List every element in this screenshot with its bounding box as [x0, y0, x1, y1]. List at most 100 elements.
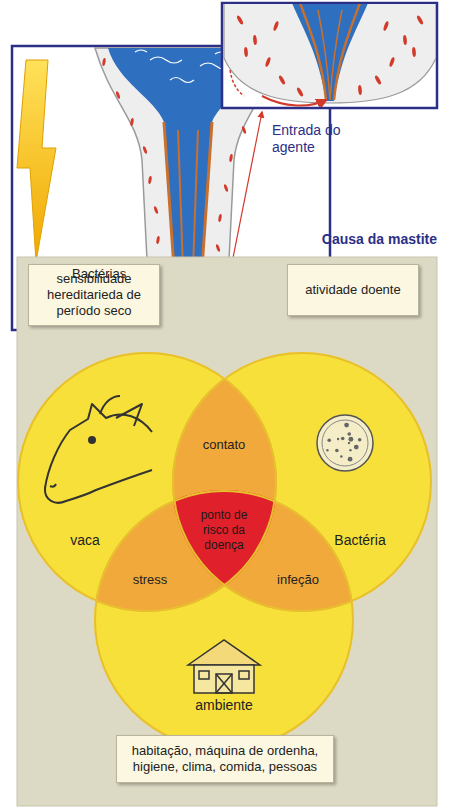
- drawing-part: [216, 674, 232, 693]
- text-box: atividade doente: [287, 264, 419, 316]
- overlap-abc: [94, 490, 354, 750]
- lightning-arrow: [17, 60, 56, 262]
- drawing-part: [334, 4, 360, 100]
- drawing-part: [292, 4, 368, 101]
- colony: [341, 437, 345, 441]
- bacterium: [115, 91, 121, 100]
- cow-head: [45, 396, 152, 503]
- bacteria-colonies: [326, 423, 361, 462]
- bacterium: [142, 146, 148, 155]
- annotation-label: Entrada do agente: [272, 122, 372, 156]
- label-anchor: infeção: [266, 572, 330, 588]
- colony: [344, 423, 349, 428]
- section-title: Causa da mastite: [322, 231, 437, 247]
- bacterium: [358, 85, 362, 95]
- colony: [354, 445, 359, 450]
- barn: [188, 640, 260, 693]
- bacterium: [265, 57, 272, 68]
- circle-label: Bactéria: [325, 532, 395, 548]
- text-box: habitação, máquina de ordenha, higiene, …: [116, 735, 334, 783]
- bacterium: [102, 58, 106, 66]
- bacterium: [244, 47, 248, 57]
- drawing-part: [89, 437, 95, 443]
- drawing-part: [216, 674, 232, 693]
- drawing-part: [199, 671, 209, 679]
- colony: [327, 438, 331, 442]
- annotation-label: Bactérias: [72, 266, 152, 282]
- colony: [348, 457, 353, 462]
- drawing-part: [216, 674, 232, 693]
- bacterium: [273, 21, 280, 32]
- label-anchor: Entrada do agente: [272, 122, 372, 156]
- overlap-bc: [94, 490, 354, 750]
- colony: [347, 432, 351, 436]
- bacterium: [130, 118, 134, 126]
- drawing-part: [135, 50, 147, 52]
- circle-border: [95, 491, 353, 749]
- label-anchor: contato: [194, 437, 254, 453]
- overlap-label: infeção: [266, 572, 330, 588]
- bacterium: [156, 236, 160, 244]
- milk-fibers: [135, 50, 230, 83]
- colony: [326, 449, 328, 451]
- bacterium: [296, 87, 304, 97]
- circle-border: [173, 353, 431, 611]
- drawing-part: [94, 490, 354, 750]
- drawing-part: [100, 396, 120, 414]
- drawing-part: [172, 352, 432, 612]
- circle-label: vaca: [55, 532, 115, 548]
- drawing-part: [194, 665, 254, 693]
- box-text: atividade doente: [305, 282, 400, 298]
- environment-circle-fill: [94, 490, 354, 750]
- label-anchor: ponto de risco da doença: [188, 508, 260, 553]
- bacterium: [416, 15, 424, 25]
- overlap-label: contato: [194, 437, 254, 453]
- drawing-part: [150, 57, 182, 63]
- title-anchor: Causa da mastite: [322, 231, 437, 247]
- bacterium: [229, 154, 233, 162]
- drawing-part: [224, 4, 436, 103]
- drawing-part: [239, 671, 249, 679]
- bacteria-circle-fill: [172, 352, 432, 612]
- bacterium: [278, 75, 286, 85]
- bacterium: [383, 21, 390, 32]
- drawing-part: [262, 96, 326, 106]
- overlap-label: ponto de risco da doença: [188, 508, 260, 553]
- drawing-part: [236, 15, 424, 97]
- colony: [340, 455, 342, 457]
- bacterium: [403, 35, 407, 45]
- bacterium: [148, 176, 152, 184]
- drawing-part: [300, 4, 326, 100]
- bacterium: [374, 75, 382, 85]
- drawing-part: [94, 490, 354, 750]
- bacterium: [153, 206, 159, 215]
- box-text: habitação, máquina de ordenha, higiene, …: [125, 743, 325, 775]
- drawing-part: [94, 490, 354, 750]
- colony: [337, 438, 339, 440]
- drawing-part: [170, 78, 194, 83]
- drawing-part: [116, 404, 142, 426]
- circle-label: ambiente: [184, 697, 264, 713]
- bacterium: [412, 47, 416, 57]
- bacterium: [218, 214, 222, 222]
- inset-frame: [222, 3, 437, 108]
- bacterium: [253, 35, 257, 45]
- drawing-part: [45, 404, 152, 503]
- colony: [349, 449, 351, 451]
- overlap-label: stress: [120, 572, 180, 588]
- drawing-part: [50, 484, 56, 487]
- colony: [348, 442, 350, 444]
- colony: [349, 437, 354, 442]
- petri-dish: [317, 415, 373, 471]
- drawing-part: [330, 10, 342, 100]
- drawing-part: [318, 10, 330, 100]
- circle-border: [18, 353, 276, 611]
- bacterium: [236, 15, 244, 25]
- colony: [358, 438, 362, 442]
- label-anchor: Bactérias: [72, 266, 152, 282]
- overlap-ab: [172, 352, 432, 612]
- petri-rim: [322, 420, 368, 466]
